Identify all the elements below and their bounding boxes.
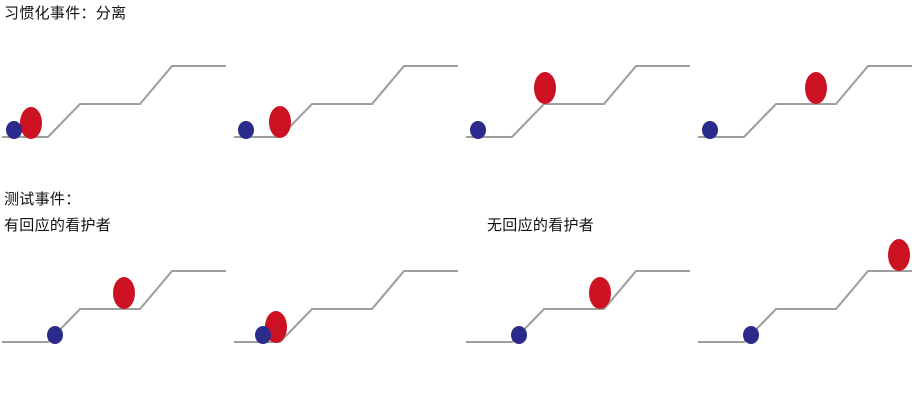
habituation-panel-4	[696, 50, 912, 180]
staircase-path	[466, 64, 690, 139]
test-event-panel-row	[0, 239, 912, 385]
caregiver-ellipse	[269, 106, 291, 138]
infant-ellipse	[743, 326, 759, 344]
habituation-event-panel-row	[0, 50, 912, 180]
infant-ellipse	[470, 121, 486, 139]
test-panel-3	[464, 255, 692, 385]
habituation-event-caption: 习惯化事件：分离	[4, 6, 127, 22]
test-event-caption-unresponsive-caregiver: 无回应的看护者	[487, 218, 595, 234]
caregiver-ellipse	[113, 277, 135, 309]
infant-ellipse	[702, 121, 718, 139]
test-panel-4-graphic	[698, 239, 912, 344]
habituation-panel-2-graphic	[234, 64, 458, 139]
infant-ellipse	[255, 326, 271, 344]
staircase-path	[698, 269, 912, 344]
habituation-panel-1	[0, 50, 228, 180]
staircase-path	[698, 64, 912, 139]
caregiver-ellipse	[805, 72, 827, 104]
infant-ellipse	[511, 326, 527, 344]
test-panel-2-graphic	[234, 269, 458, 344]
test-panel-3-graphic	[466, 269, 690, 344]
infant-ellipse	[47, 326, 63, 344]
habituation-panel-2	[232, 50, 460, 180]
staircase-path	[2, 269, 226, 344]
staircase-path	[234, 64, 458, 139]
staircase-path	[2, 64, 226, 139]
test-panel-1-graphic	[2, 269, 226, 344]
test-panel-2	[232, 255, 460, 385]
test-event-caption-responsive-caregiver: 有回应的看护者	[4, 218, 112, 234]
habituation-panel-1-graphic	[2, 64, 226, 139]
test-event-caption-heading: 测试事件：	[4, 192, 81, 208]
test-panel-1	[0, 255, 228, 385]
test-panel-4	[696, 239, 912, 385]
caregiver-ellipse	[888, 239, 910, 271]
caregiver-ellipse	[20, 107, 42, 139]
infant-ellipse	[238, 121, 254, 139]
caregiver-ellipse	[589, 277, 611, 309]
staircase-path	[466, 269, 690, 344]
habituation-panel-3-graphic	[466, 64, 690, 139]
habituation-panel-3	[464, 50, 692, 180]
habituation-panel-4-graphic	[698, 64, 912, 139]
infant-ellipse	[6, 121, 22, 139]
caregiver-ellipse	[534, 72, 556, 104]
